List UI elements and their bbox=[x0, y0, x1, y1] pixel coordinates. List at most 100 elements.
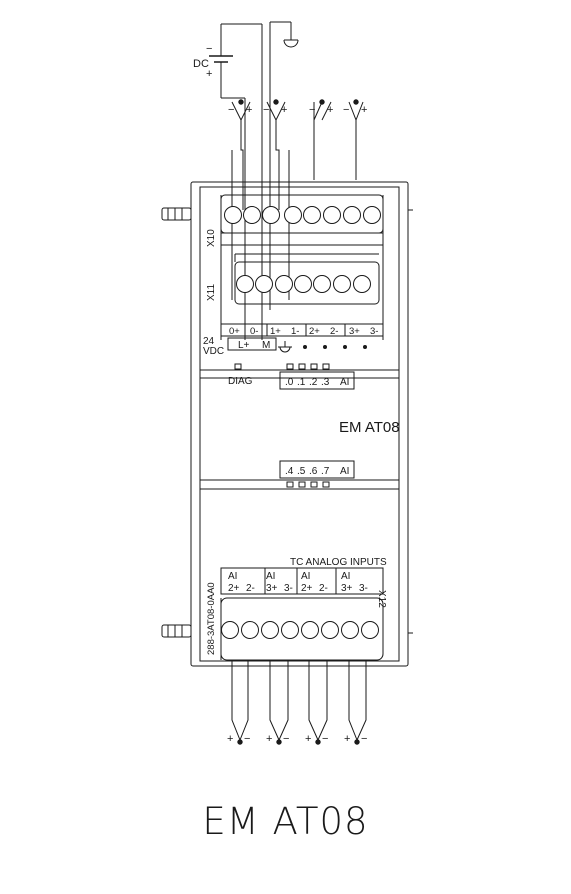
led-label: .7 bbox=[321, 466, 330, 477]
connector-x12 bbox=[220, 567, 384, 661]
ai-group-minus: 2- bbox=[246, 583, 255, 594]
ai-group-plus: 2+ bbox=[228, 583, 240, 594]
status-led bbox=[322, 363, 330, 370]
sensor-minus-label: − bbox=[343, 104, 349, 116]
status-led bbox=[310, 481, 318, 488]
terminal-screw bbox=[236, 275, 254, 293]
terminal-screw bbox=[353, 275, 371, 293]
sensor-plus-label: + bbox=[281, 104, 287, 116]
ai-group-plus: 3+ bbox=[266, 583, 278, 594]
terminal-screw bbox=[262, 206, 280, 224]
lplus-label: L+ bbox=[238, 340, 250, 351]
terminal-screw bbox=[275, 275, 293, 293]
terminal-screw bbox=[323, 206, 341, 224]
bottom-sensors bbox=[231, 660, 367, 745]
terminal-screw bbox=[284, 206, 302, 224]
terminal-label: 1- bbox=[291, 326, 299, 337]
sensor-plus-label: + bbox=[266, 733, 272, 745]
led-label: .4 bbox=[285, 466, 294, 477]
power-dot bbox=[363, 345, 367, 349]
terminal-screw bbox=[221, 621, 239, 639]
terminal-label: 0- bbox=[250, 326, 258, 337]
x11-terminal-screws bbox=[236, 275, 371, 293]
terminal-screw bbox=[341, 621, 359, 639]
led-label: .1 bbox=[297, 377, 306, 388]
terminal-label: 2- bbox=[330, 326, 338, 337]
ground-icon bbox=[283, 36, 299, 48]
led-strip-top bbox=[279, 371, 355, 390]
ai-group-plus: 3+ bbox=[341, 583, 353, 594]
led-strip-bottom bbox=[279, 460, 355, 479]
power-dot bbox=[303, 345, 307, 349]
left-latch-bottom bbox=[161, 624, 192, 638]
connector-x11 bbox=[234, 253, 380, 305]
ai-group-minus: 2- bbox=[319, 583, 328, 594]
terminal-screw bbox=[303, 206, 321, 224]
ai-group-plus: 2+ bbox=[301, 583, 313, 594]
sensor-plus-label: + bbox=[327, 104, 333, 116]
sensor-plus-label: + bbox=[246, 104, 252, 116]
terminal-screw bbox=[301, 621, 319, 639]
terminal-screw bbox=[361, 621, 379, 639]
ai-label-top: AI bbox=[340, 377, 349, 388]
sensor-plus-label: + bbox=[344, 733, 350, 745]
ai-group-minus: 3- bbox=[284, 583, 293, 594]
ai-group-minus: 3- bbox=[359, 583, 368, 594]
led-indicators bbox=[286, 363, 330, 488]
sensor-minus-label: − bbox=[244, 733, 250, 745]
vdc-bottom-label: VDC bbox=[203, 346, 224, 357]
led-label: .6 bbox=[309, 466, 318, 477]
x12-terminal-screws bbox=[221, 621, 379, 639]
x10-terminal-screws bbox=[224, 206, 381, 224]
status-led bbox=[310, 363, 318, 370]
sensor-plus-label: + bbox=[305, 733, 311, 745]
terminal-screw bbox=[343, 206, 361, 224]
terminal-screw bbox=[281, 621, 299, 639]
m-label: M bbox=[262, 340, 270, 351]
terminal-screw bbox=[333, 275, 351, 293]
top-sensors bbox=[231, 99, 364, 300]
bottom-group-labels: AI2+2-AI3+3-AI2+2-AI3+3- bbox=[228, 571, 368, 594]
dc-label: DC bbox=[193, 58, 209, 70]
led-label: .5 bbox=[297, 466, 306, 477]
sensor-minus-label: − bbox=[322, 733, 328, 745]
diag-led bbox=[234, 363, 242, 370]
module-housing bbox=[190, 181, 409, 667]
diag-label: DIAG bbox=[228, 376, 253, 387]
terminal-label: 3+ bbox=[349, 326, 360, 337]
terminal-label: 0+ bbox=[229, 326, 240, 337]
terminal-screw bbox=[313, 275, 331, 293]
led-label: .3 bbox=[321, 377, 330, 388]
terminal-label: 1+ bbox=[270, 326, 281, 337]
sensor-top-labels: −+−+−+−+ bbox=[228, 104, 367, 116]
sensor-minus-label: − bbox=[361, 733, 367, 745]
status-led bbox=[298, 481, 306, 488]
sensor-minus-label: − bbox=[263, 104, 269, 116]
terminal-screw bbox=[261, 621, 279, 639]
terminal-screw bbox=[255, 275, 273, 293]
power-dot bbox=[343, 345, 347, 349]
terminal-screw bbox=[321, 621, 339, 639]
connector-x10 bbox=[220, 194, 384, 340]
power-dots bbox=[303, 345, 367, 349]
led-label: .0 bbox=[285, 377, 294, 388]
sensor-minus-label: − bbox=[283, 733, 289, 745]
sensor-minus-label: − bbox=[309, 104, 315, 116]
sensor-plus-label: + bbox=[227, 733, 233, 745]
x12-label: X12 bbox=[376, 590, 387, 608]
product-caption: EM AT08 bbox=[202, 800, 369, 843]
terminal-label: 2+ bbox=[309, 326, 320, 337]
status-led bbox=[286, 481, 294, 488]
ai-group-label: AI bbox=[266, 571, 275, 582]
terminal-screw bbox=[241, 621, 259, 639]
dc-minus-label: − bbox=[206, 43, 212, 55]
vdc-top-label: 24 bbox=[203, 336, 215, 347]
status-led bbox=[298, 363, 306, 370]
ai-group-label: AI bbox=[341, 571, 350, 582]
terminal-label: 3- bbox=[370, 326, 378, 337]
led-top-labels: .0.1.2.3 bbox=[285, 377, 330, 388]
sensor-minus-label: − bbox=[228, 104, 234, 116]
tc-title: TC ANALOG INPUTS bbox=[290, 557, 387, 568]
top-terminal-labels: 0+ 0- 1+ 1- 2+ 2- 3+ 3- bbox=[229, 326, 378, 337]
